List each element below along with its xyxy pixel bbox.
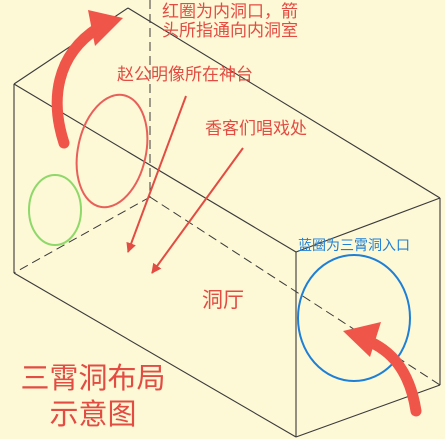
box-top-far-edge <box>127 7 441 199</box>
green-circle <box>28 174 82 246</box>
blue-circle-entrance <box>297 254 411 382</box>
box-front-bottom-edge <box>13 272 297 438</box>
guests-stage-label: 香客们唱戏处 <box>205 119 307 139</box>
box-top-right-edge <box>295 197 441 253</box>
diagram-title: 三霄洞布局 示意图 <box>20 361 166 431</box>
hall-label: 洞厅 <box>202 288 244 312</box>
pointer-arrow-stage <box>151 147 244 274</box>
pointer-arrow-shrine <box>126 95 187 253</box>
red-circle-inner-entrance <box>75 93 149 209</box>
hidden-back-left-edge <box>13 196 151 274</box>
curved-arrow-to-inner-cave <box>51 10 123 149</box>
red-circle-note: 红圈为内洞口，箭 头所指通向内洞室 <box>162 2 298 41</box>
shrine-label: 赵公明像所在神台 <box>117 65 253 85</box>
blue-circle-note: 蓝圈为三霄洞入口 <box>298 238 410 254</box>
curved-arrow-into-entrance <box>343 322 422 417</box>
